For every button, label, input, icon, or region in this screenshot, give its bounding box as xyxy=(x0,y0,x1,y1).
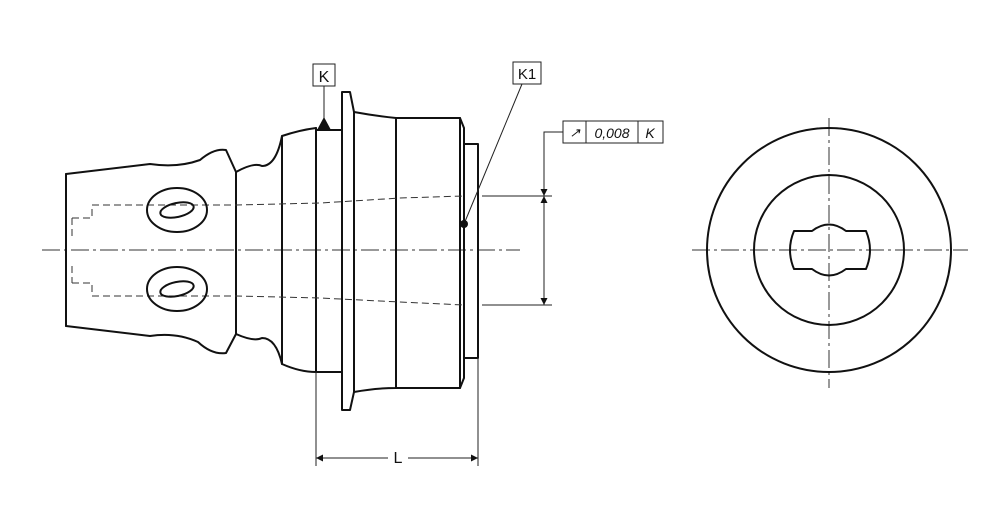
end-view xyxy=(692,118,968,388)
neck-groove xyxy=(235,135,283,365)
datum-k-label: K xyxy=(319,69,330,86)
side-view: K K1 ↗ 0,008 K xyxy=(42,61,664,467)
runout-dimension xyxy=(482,195,552,306)
hidden-bore-top xyxy=(72,195,465,219)
knurled-ring-edge-chamfer xyxy=(459,117,465,389)
end-view-drive-slot xyxy=(789,223,871,277)
upper-slot xyxy=(146,187,208,233)
runout-symbol: ↗ xyxy=(570,125,581,140)
lower-slot xyxy=(146,266,208,312)
tolerance-value: 0,008 xyxy=(594,125,629,141)
datum-target-k1: K1 xyxy=(460,61,542,228)
taper-shank-outline xyxy=(65,148,237,355)
datum-k1-label: K1 xyxy=(518,66,536,83)
front-face xyxy=(463,143,479,359)
length-dimension: L xyxy=(315,358,479,467)
knurled-ring xyxy=(395,117,461,389)
end-view-inner-circle xyxy=(753,174,905,326)
flange xyxy=(341,91,355,411)
feature-control-frame: ↗ 0,008 K xyxy=(540,120,664,196)
dimension-l-label: L xyxy=(394,450,403,467)
datum-reference: K xyxy=(645,125,655,141)
hidden-bore-bottom xyxy=(72,282,465,306)
nut-body xyxy=(353,111,397,393)
end-view-outer-circle xyxy=(706,127,952,373)
datum-feature-k: K xyxy=(312,63,336,130)
